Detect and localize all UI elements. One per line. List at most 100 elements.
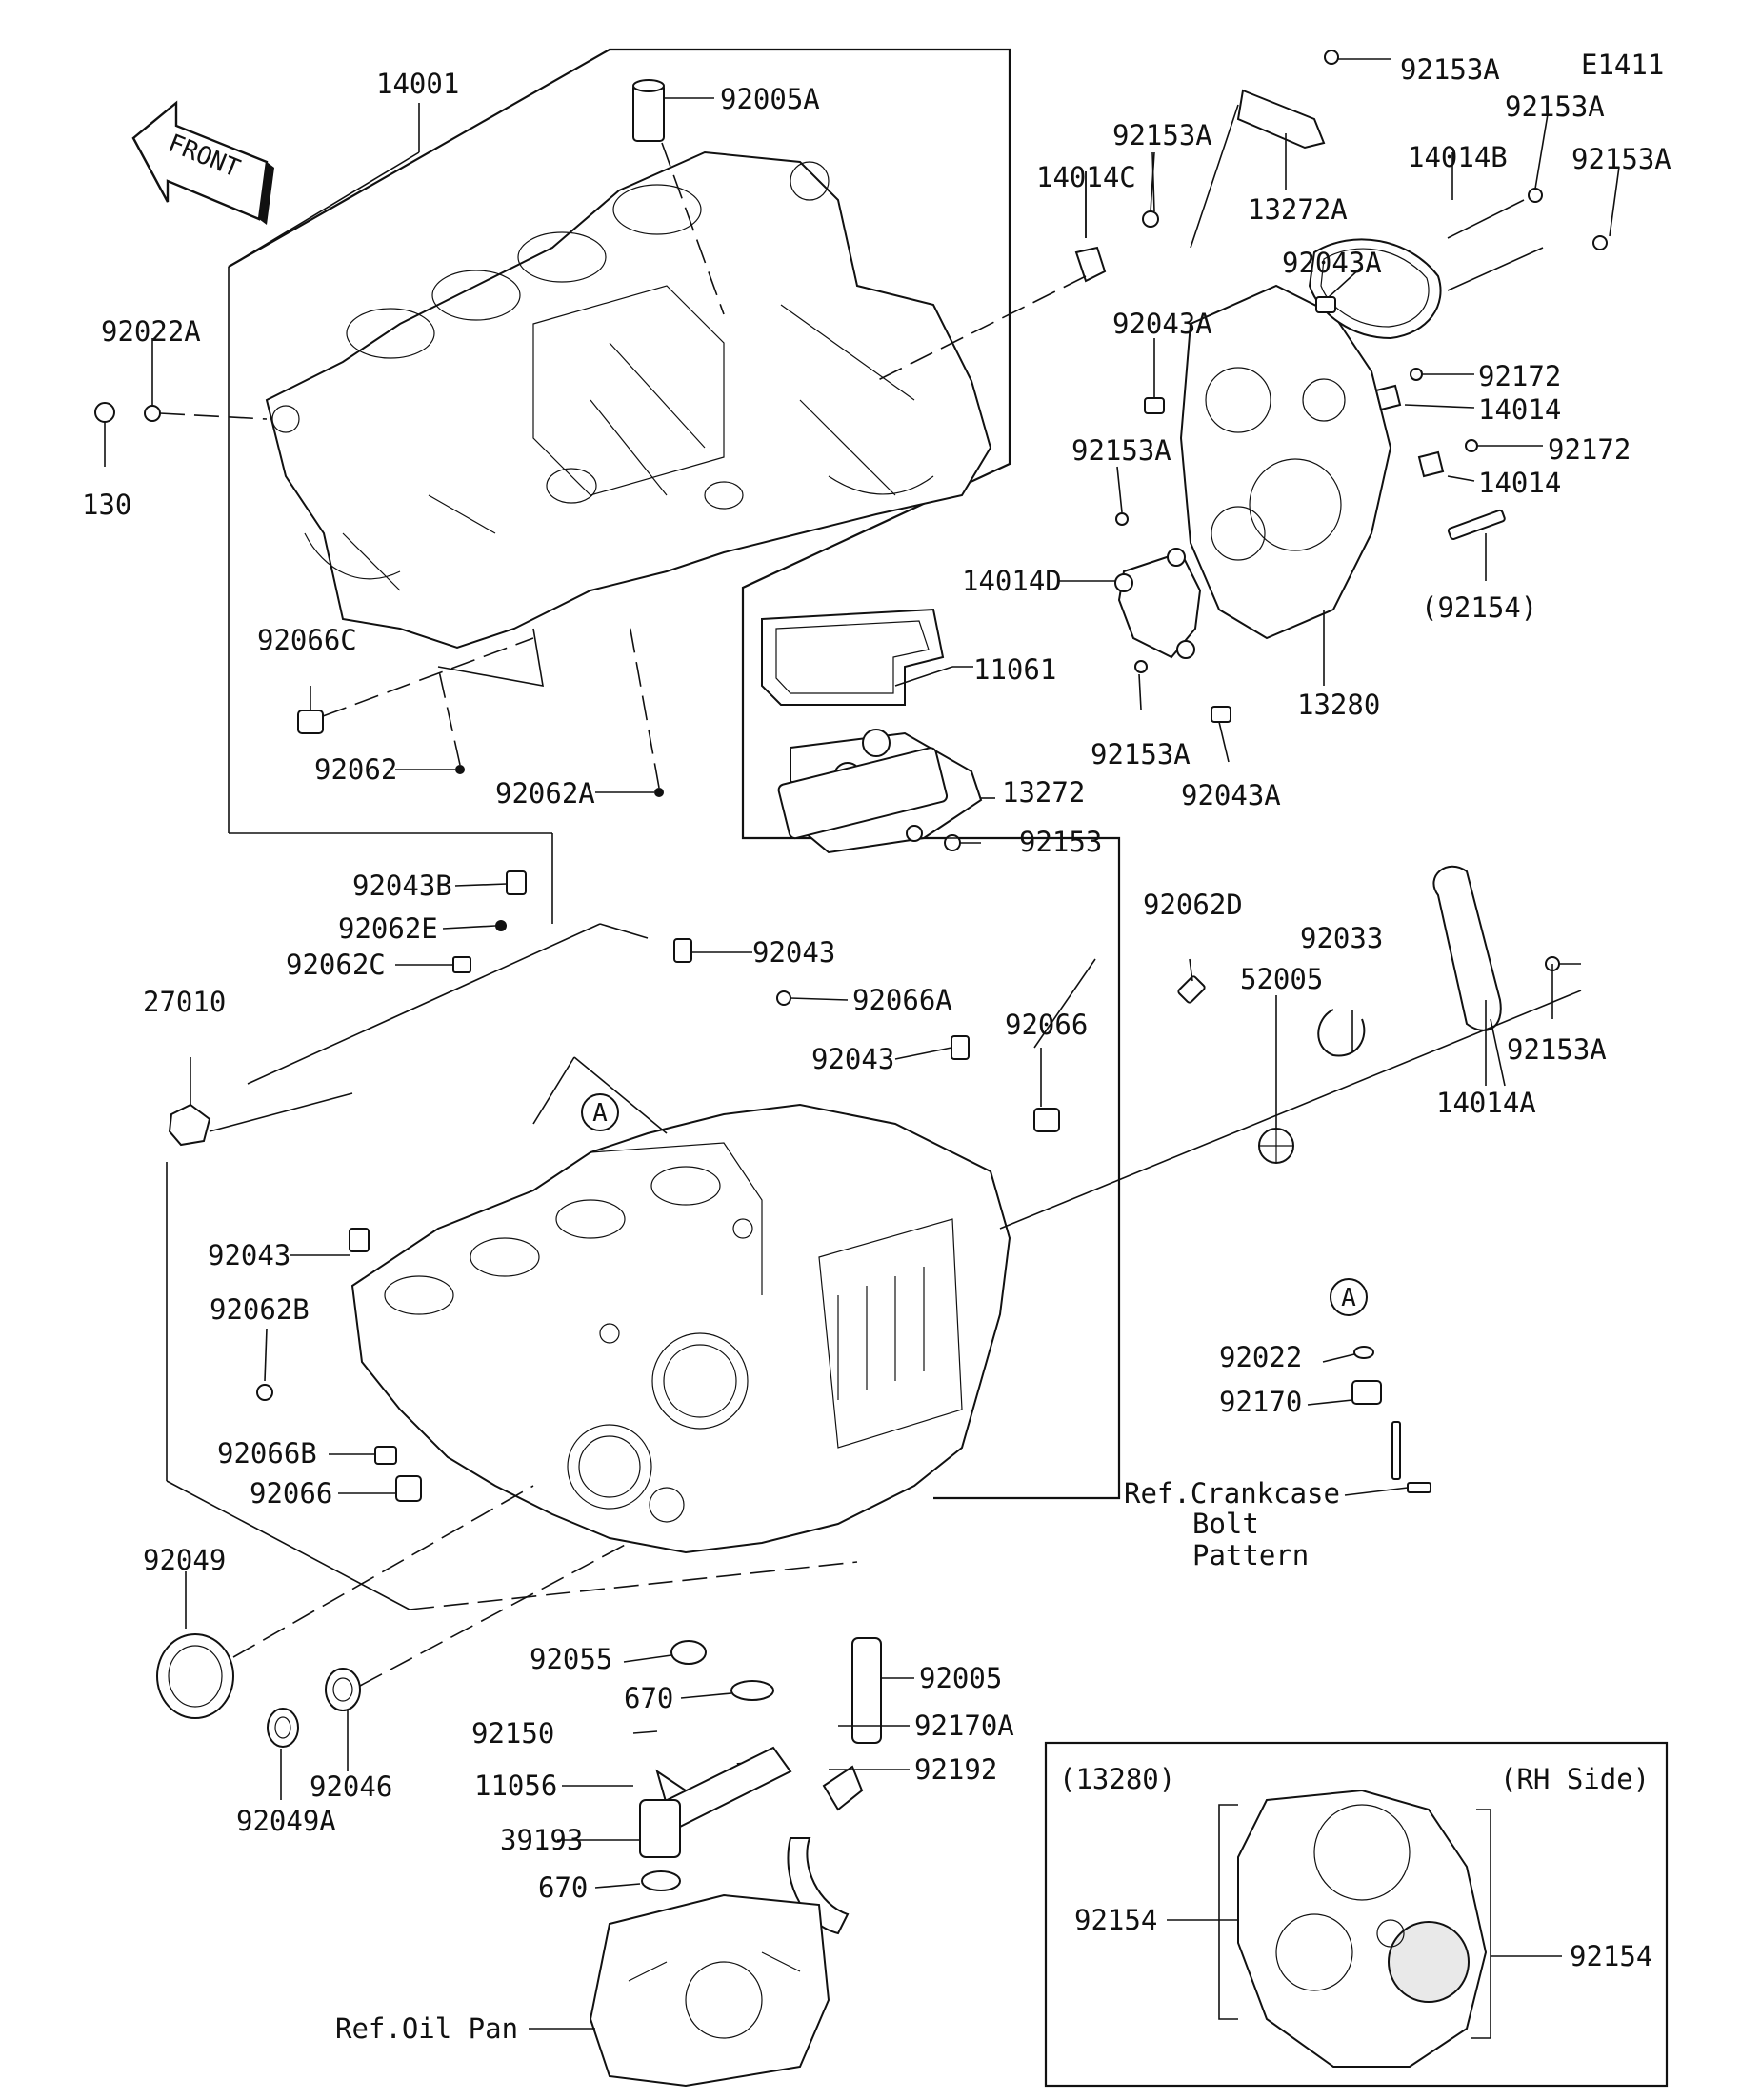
gasket-14014B — [1308, 188, 1608, 340]
plug-92066C — [297, 637, 534, 734]
label-92005A: 92005A — [720, 83, 820, 115]
label-92062B: 92062B — [210, 1293, 310, 1326]
leader-lines — [228, 103, 1620, 1889]
label-14014B: 14014B — [1408, 141, 1508, 173]
label-92062E: 92062E — [338, 912, 438, 945]
label-92043-a: 92043 — [752, 936, 835, 969]
oil-pipe-group — [639, 1637, 882, 1935]
label-92066B: 92066B — [217, 1437, 317, 1470]
label-14014A: 14014A — [1436, 1087, 1536, 1119]
label-92192: 92192 — [914, 1753, 997, 1786]
label-670-b: 670 — [538, 1871, 588, 1904]
label-92005: 92005 — [919, 1662, 1002, 1694]
upper-crankcase — [265, 150, 992, 650]
ref-crankcase-1: Ref.Crankcase — [1124, 1477, 1340, 1510]
label-13280: 13280 — [1297, 689, 1380, 721]
label-92172-b: 92172 — [1548, 433, 1631, 466]
label-14014-b: 14014 — [1478, 467, 1561, 499]
inset-label-right: 92154 — [1570, 1940, 1652, 1972]
dowels-middle — [256, 870, 1206, 1502]
bolt-assembly-92022 — [1351, 1346, 1431, 1493]
label-92153A-top: 92153A — [1400, 53, 1500, 86]
dowels-92043A — [1144, 296, 1336, 723]
label-92153A-d: 92153A — [1571, 143, 1671, 175]
label-14014-a: 14014 — [1478, 393, 1561, 426]
inset-side-label: (RH Side) — [1500, 1763, 1650, 1795]
label-14014C: 14014C — [1036, 161, 1136, 193]
label-27010: 27010 — [143, 986, 226, 1018]
circle-ref-a-left: A — [532, 1056, 668, 1134]
upper-crankcase-outline — [228, 48, 1121, 1500]
cover-13272A — [1190, 50, 1391, 249]
label-92046: 92046 — [310, 1770, 392, 1803]
label-92043A-c: 92043A — [1181, 779, 1281, 811]
gasket-13272 — [777, 747, 1010, 842]
ref-crankcase-2: Bolt — [1192, 1508, 1259, 1540]
label-92066C: 92066C — [257, 624, 357, 656]
bearing-92046 — [325, 1542, 630, 1711]
label-92055: 92055 — [530, 1643, 612, 1675]
label-670-a: 670 — [624, 1682, 673, 1714]
ref-crankcase-3: Pattern — [1192, 1539, 1309, 1571]
label-130: 130 — [82, 489, 131, 521]
label-92170: 92170 — [1219, 1386, 1302, 1418]
inset-part-label: (13280) — [1059, 1763, 1175, 1795]
label-11061: 11061 — [973, 653, 1056, 686]
label-92043-b: 92043 — [811, 1043, 894, 1075]
svg-text:A: A — [592, 1099, 608, 1128]
label-92170A: 92170A — [914, 1710, 1014, 1742]
clamp-14014C — [875, 151, 1159, 382]
label-92043A-b: 92043A — [1112, 308, 1212, 340]
label-92153A-f: 92153A — [1091, 738, 1191, 770]
label-92062A: 92062A — [495, 777, 595, 810]
label-92150: 92150 — [471, 1717, 554, 1750]
label-92153A-g: 92153A — [1507, 1033, 1607, 1066]
label-11056: 11056 — [474, 1770, 557, 1802]
label-92043B: 92043B — [352, 870, 452, 902]
oil-pan-ref — [529, 1893, 830, 2088]
bolt-92005A — [632, 79, 725, 315]
clamps-14014 — [1374, 368, 1543, 482]
label-13272A: 13272A — [1248, 193, 1348, 226]
diagram-code: E1411 — [1581, 49, 1664, 81]
front-arrow-icon: FRONT — [131, 100, 274, 225]
svg-text:A: A — [1341, 1284, 1356, 1312]
label-92172-a: 92172 — [1478, 360, 1561, 392]
label-92153A-c: 92153A — [1112, 119, 1212, 151]
oil-seal-92049 — [156, 1485, 534, 1719]
part-labels: E1411 14001 92005A 92153A 92153A 92153A … — [82, 49, 1671, 2045]
label-92022A: 92022A — [101, 315, 201, 348]
label-52005: 52005 — [1240, 963, 1323, 995]
circle-ref-a-right: A — [1330, 1278, 1368, 1316]
label-92043A-a: 92043A — [1282, 247, 1382, 279]
right-side-parts — [999, 865, 1582, 1230]
label-92153A-b: 92153A — [1505, 90, 1605, 123]
label-14001: 14001 — [376, 68, 459, 100]
label-14014D: 14014D — [962, 565, 1062, 597]
inset-label-left: 92154 — [1074, 1904, 1157, 1936]
oil-pressure-switch-27010 — [168, 1057, 353, 1147]
label-92033: 92033 — [1300, 922, 1383, 954]
ref-oil-pan: Ref.Oil Pan — [335, 2012, 518, 2045]
label-92153A-e: 92153A — [1071, 434, 1171, 467]
cap-nut-130 — [94, 338, 268, 467]
label-39193: 39193 — [500, 1824, 583, 1856]
right-cover-13280 — [1179, 284, 1392, 686]
lower-crankcase-outline — [166, 923, 858, 1610]
label-92062D: 92062D — [1143, 889, 1243, 921]
label-92062C: 92062C — [286, 949, 386, 981]
label-92154-paren: (92154) — [1421, 591, 1537, 624]
label-92043-c: 92043 — [208, 1239, 290, 1271]
dowels-92062 — [395, 618, 664, 797]
label-92022: 92022 — [1219, 1341, 1302, 1373]
bolt-92154 — [1447, 509, 1506, 581]
oil-seal-92049A — [267, 1708, 299, 1748]
label-13272: 13272 — [1002, 776, 1085, 809]
label-92062: 92062 — [314, 753, 397, 786]
gasket-14014D — [1114, 512, 1202, 673]
label-92049A: 92049A — [236, 1805, 336, 1837]
inset-box — [1044, 1741, 1669, 2088]
label-92066A: 92066A — [852, 984, 952, 1016]
label-92153: 92153 — [1019, 826, 1102, 858]
